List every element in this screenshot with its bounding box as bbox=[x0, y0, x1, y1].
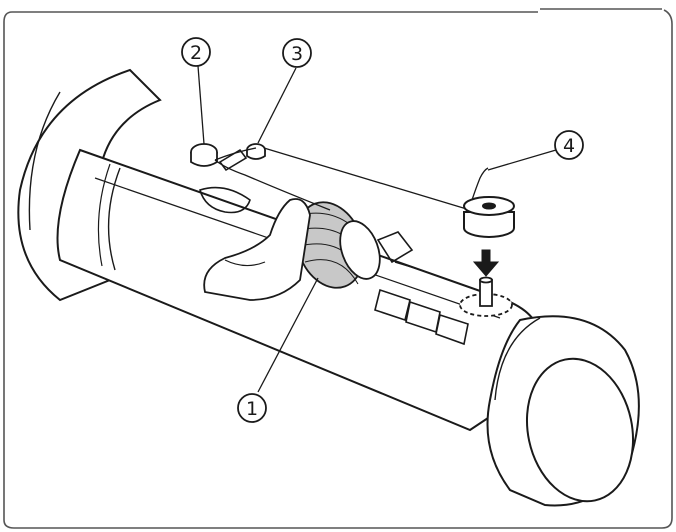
down-arrow-icon bbox=[472, 249, 500, 277]
machine-body bbox=[56, 148, 542, 432]
leader-lines bbox=[197, 65, 557, 393]
body-slots bbox=[199, 186, 469, 346]
callout-2-label: 2 bbox=[190, 42, 202, 64]
thread bbox=[214, 147, 471, 211]
thread-guide bbox=[190, 143, 218, 167]
callout-4-label: 4 bbox=[563, 135, 575, 157]
callout-2: 2 bbox=[181, 37, 211, 67]
callout-4: 4 bbox=[554, 130, 584, 160]
callout-3: 3 bbox=[282, 38, 312, 68]
tension-disc bbox=[246, 143, 266, 160]
frame bbox=[3, 8, 673, 529]
callout-1-label: 1 bbox=[246, 398, 258, 420]
handwheel bbox=[486, 315, 640, 507]
spindle bbox=[459, 276, 513, 317]
callout-3-label: 3 bbox=[291, 43, 303, 65]
bobbin bbox=[463, 167, 515, 238]
hand bbox=[203, 198, 311, 301]
callout-1: 1 bbox=[237, 393, 267, 423]
